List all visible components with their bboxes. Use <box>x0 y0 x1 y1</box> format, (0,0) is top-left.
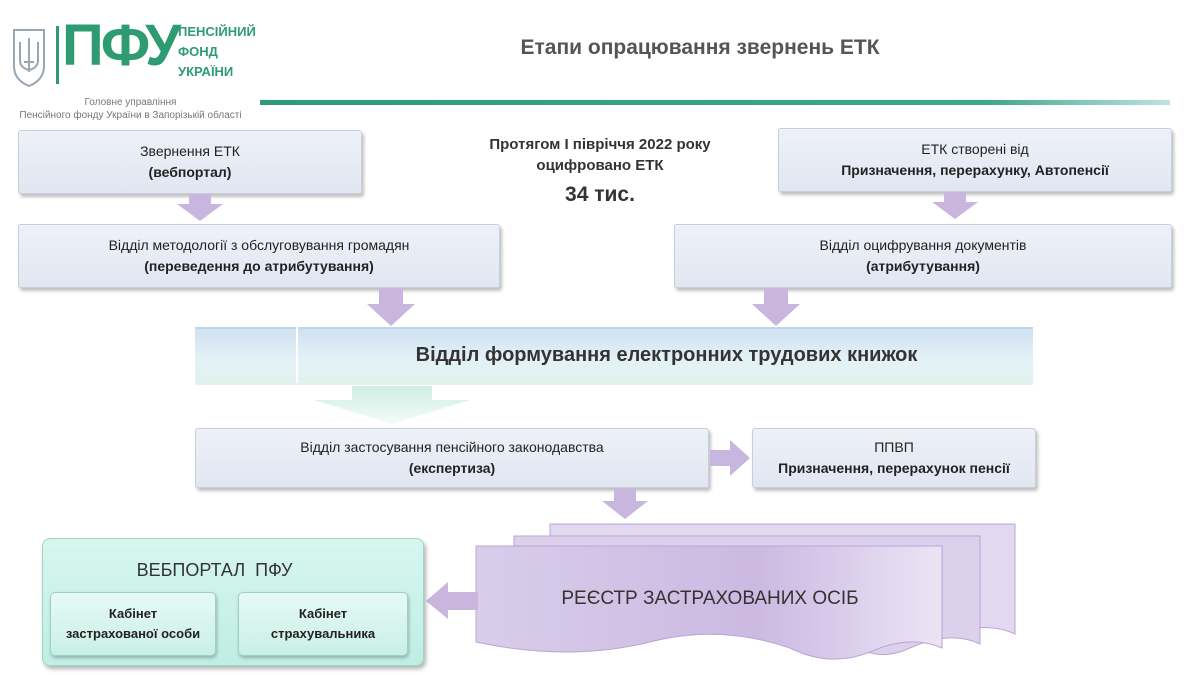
pension-law-department-task: (експертиза) <box>408 460 496 476</box>
insured-person-cabinet-label: Кабінет <box>108 606 158 621</box>
etk-formation-department-label: Відділ формування електронних трудових к… <box>415 344 918 366</box>
digitized-stat-line2: оцифровано ЕТК <box>536 157 664 174</box>
digitization-department-label: Відділ оцифрування документів <box>819 237 1027 253</box>
pfu-logo <box>8 20 253 130</box>
arrow-down-icon <box>367 288 415 326</box>
etk-created-from-box: ЕТК створені від Призначення, перерахунк… <box>778 128 1172 192</box>
arrow-down-icon <box>752 288 800 326</box>
pension-law-department-box: Відділ застосування пенсійного законодав… <box>195 428 709 488</box>
digitized-stat-text: Протягом І півріччя 2022 року оцифровано… <box>445 134 755 176</box>
trident-emblem-icon <box>13 26 59 88</box>
pfu-webportal-title: ВЕБПОРТАЛ ПФУ <box>136 560 293 580</box>
insured-persons-registry-label: РЕЄСТР ЗАСТРАХОВАНИХ ОСІБ <box>561 588 859 609</box>
employer-cabinet-sublabel: страхувальника <box>270 626 376 641</box>
arrow-down-icon <box>932 192 978 219</box>
band-divider <box>296 327 298 383</box>
digitized-stat-value: 34 тис. <box>565 183 635 206</box>
logo-text-line2: ФОНД <box>178 44 218 59</box>
digitization-department-task: (атрибутування) <box>866 258 980 274</box>
org-subtitle-line1: Головне управління <box>84 97 177 108</box>
etk-requests-box: Звернення ЕТК (вебпортал) <box>18 130 362 194</box>
employer-cabinet-label: Кабінет <box>298 606 348 621</box>
digitized-stat-line1: Протягом І півріччя 2022 року <box>489 136 711 153</box>
etk-formation-department-band <box>195 327 1033 385</box>
etk-requests-label: Звернення ЕТК <box>140 143 240 159</box>
organization-subtitle: Головне управління Пенсійного фонду Укра… <box>8 96 253 122</box>
arrow-down-faded-icon <box>314 386 470 424</box>
arrow-right-icon <box>710 440 750 476</box>
insured-person-cabinet-sublabel: застрахованої особи <box>65 626 201 641</box>
logo-text-line3: УКРАЇНИ <box>178 64 234 79</box>
etk-created-from-sources: Призначення, перерахунку, Автопенсії <box>841 162 1109 178</box>
pension-law-department-label: Відділ застосування пенсійного законодав… <box>300 439 604 455</box>
header-divider <box>260 100 1170 105</box>
arrow-down-icon <box>177 194 223 221</box>
ppvp-title: ППВП <box>874 439 914 455</box>
logo-text: ПЕНСІЙНИЙ ФОНД УКРАЇНИ <box>178 22 256 82</box>
etk-created-from-label: ЕТК створені від <box>921 141 1029 157</box>
org-subtitle-line2: Пенсійного фонду України в Запорізькій о… <box>19 110 242 121</box>
methodology-department-box: Відділ методології з обслуговування гром… <box>18 224 500 288</box>
digitization-department-box: Відділ оцифрування документів (атрибутув… <box>674 224 1172 288</box>
insured-person-cabinet[interactable]: Кабінет застрахованої особи <box>50 592 216 656</box>
registry-document-stack <box>475 523 1016 660</box>
page-title: Етапи опрацювання звернень ЕТК <box>520 36 880 59</box>
arrow-left-icon <box>426 582 478 619</box>
ppvp-box: ППВП Призначення, перерахунок пенсії <box>752 428 1036 488</box>
methodology-department-label: Відділ методології з обслуговування гром… <box>108 237 410 253</box>
logo-text-line1: ПЕНСІЙНИЙ <box>178 24 256 39</box>
ppvp-description: Призначення, перерахунок пенсії <box>778 460 1010 476</box>
etk-requests-source: (вебпортал) <box>148 164 232 180</box>
employer-cabinet[interactable]: Кабінет страхувальника <box>238 592 408 656</box>
methodology-department-task: (переведення до атрибутування) <box>144 258 374 274</box>
logo-wordmark: ПФУ <box>62 13 181 78</box>
arrow-down-icon <box>602 489 648 519</box>
